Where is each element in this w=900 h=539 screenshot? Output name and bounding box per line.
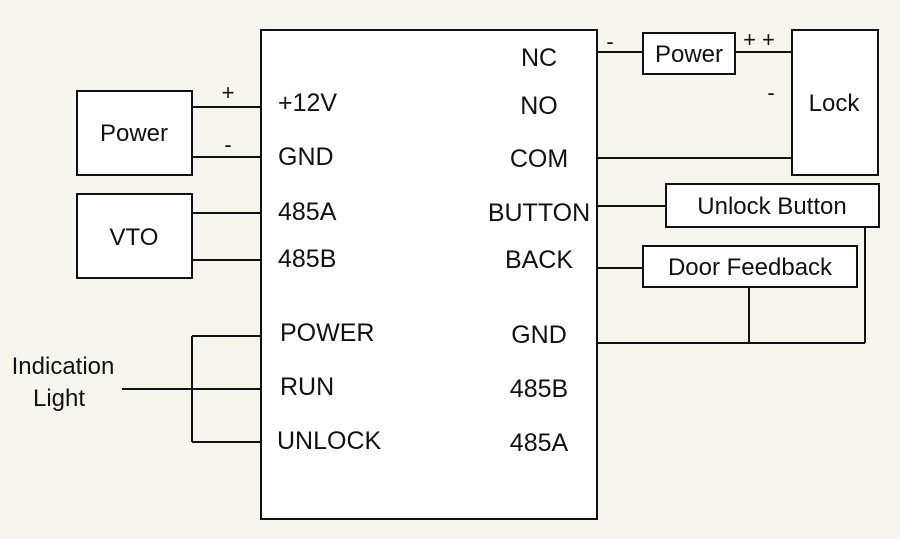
lock-label: Lock	[809, 90, 861, 117]
pin-485b-left: 485B	[278, 245, 336, 273]
door-feedback-label: Door Feedback	[668, 254, 833, 281]
door-feedback: Door Feedback	[642, 245, 858, 288]
indication-light: Indication Light	[12, 353, 115, 412]
lock-power-box	[642, 32, 736, 75]
unlock-button: Unlock Button	[665, 183, 880, 228]
indication-label-line2: Light	[33, 385, 85, 412]
lock-power-label: Power	[655, 41, 723, 68]
lock-power-plus-signs: + +	[743, 27, 775, 52]
door-feedback-box	[642, 245, 858, 288]
pin-back: BACK	[505, 246, 573, 274]
lock-power-minus-sign: -	[606, 29, 613, 54]
lock: Lock -	[767, 29, 879, 176]
pin-485b-right: 485B	[510, 375, 568, 403]
lock-box	[791, 29, 879, 176]
indication-label-line1: Indication	[12, 353, 115, 380]
wires	[122, 51, 866, 443]
pin-unlock: UNLOCK	[277, 427, 382, 455]
pin-button: BUTTON	[488, 199, 590, 227]
left-power-supply: Power + -	[76, 80, 235, 176]
pin-485a-right: 485A	[510, 429, 569, 457]
pin-nc: NC	[521, 44, 557, 72]
pin-no: NO	[520, 92, 558, 120]
pin-com: COM	[510, 145, 568, 173]
left-power-label: Power	[100, 120, 168, 147]
left-power-minus-sign: -	[224, 132, 231, 157]
pin-power: POWER	[280, 319, 374, 347]
pin-plus12v: +12V	[278, 89, 337, 117]
left-power-box	[76, 90, 193, 176]
lock-minus-sign: -	[767, 80, 774, 105]
vto-box	[76, 193, 193, 279]
controller-box	[260, 29, 598, 520]
lock-power-supply: Power - + +	[606, 27, 775, 75]
unlock-button-label: Unlock Button	[697, 193, 846, 220]
pin-run: RUN	[280, 373, 334, 401]
vto-label: VTO	[110, 224, 159, 251]
left-power-plus-sign: +	[222, 80, 235, 105]
pin-gnd-left: GND	[278, 143, 334, 171]
unlock-button-box	[665, 183, 880, 228]
pin-gnd-right: GND	[511, 321, 567, 349]
pin-485a-left: 485A	[278, 198, 337, 226]
vto: VTO	[76, 193, 193, 279]
controller: +12V GND 485A 485B POWER RUN UNLOCK NC N…	[260, 29, 598, 520]
